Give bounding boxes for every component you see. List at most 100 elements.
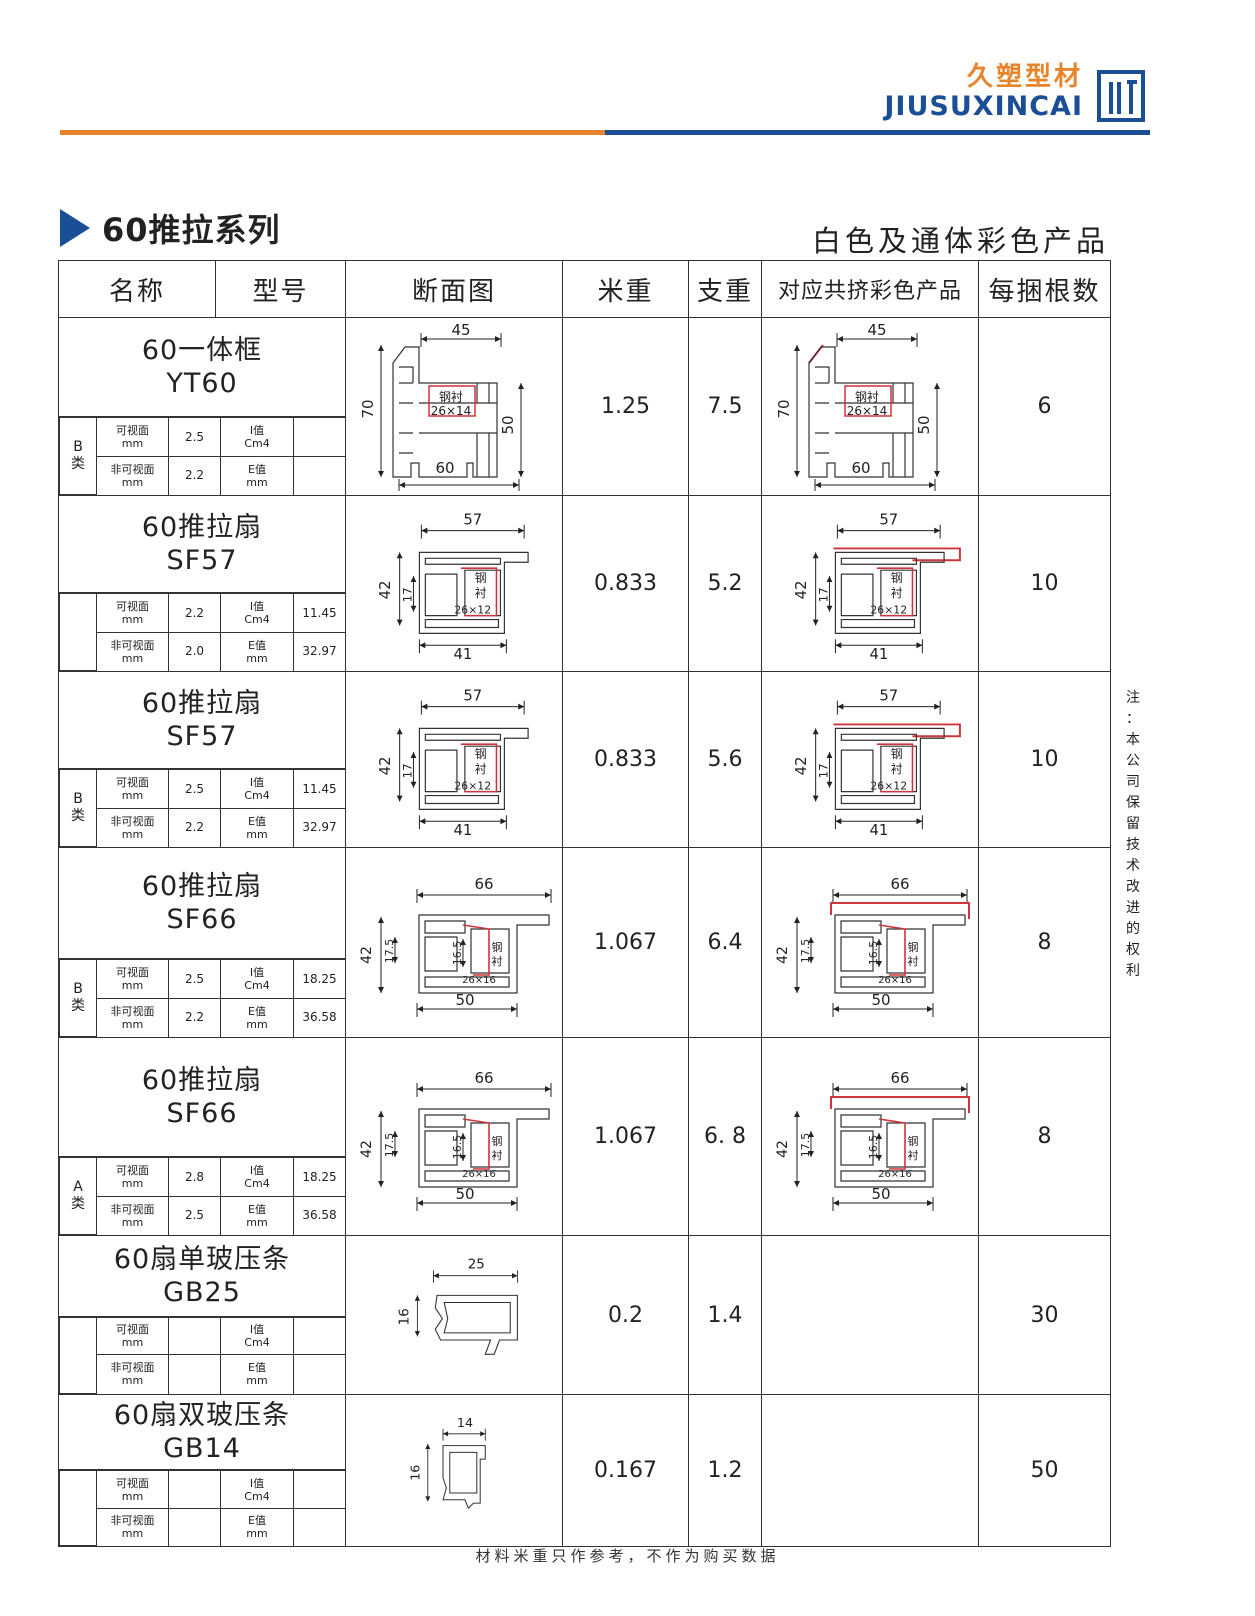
dim-inner-label: 17.5 <box>799 1132 812 1157</box>
i-value-unit: Cm4 <box>244 1489 270 1503</box>
steel-label-b: 衬 <box>492 955 503 968</box>
dim-inner-arrows <box>392 1130 398 1157</box>
header-bar-weight: 支重 <box>688 260 762 318</box>
dim-bottom-label: 41 <box>869 646 888 663</box>
product-model: YT60 <box>166 368 238 399</box>
dim-top-label: 57 <box>879 511 898 528</box>
header-meter-weight: 米重 <box>562 260 689 318</box>
i-value-unit: Cm4 <box>244 437 270 450</box>
invisible-unit: mm <box>121 1527 144 1541</box>
dim-bottom-label: 60 <box>435 459 454 477</box>
steel-size-label: 26×12 <box>454 779 491 792</box>
invisible-unit: mm <box>121 651 144 665</box>
steel-label-a: 钢 <box>908 1135 919 1148</box>
visible-label-text: 可视面 <box>116 1164 149 1177</box>
bundle-count-value: 8 <box>978 1037 1111 1236</box>
brand-name-en: JIUSUXINCAI <box>884 91 1083 122</box>
i-value-label-text: I值 <box>249 1164 265 1177</box>
steel-size-label: 26×12 <box>454 603 491 616</box>
steel-label-a: 钢 <box>475 571 487 585</box>
profile-outline <box>434 1294 518 1355</box>
side-note-char: 利 <box>1126 963 1140 979</box>
class-letter: B <box>73 791 83 807</box>
dim-bottom-label: 41 <box>869 822 888 839</box>
steel-label: 钢衬 <box>439 390 463 404</box>
visible-unit: mm <box>121 979 144 992</box>
color-product-diagram-cell <box>761 1235 979 1395</box>
steel-size-label: 26×16 <box>462 975 496 986</box>
dim-top-label: 45 <box>451 323 470 339</box>
header-name: 名称 <box>58 260 216 318</box>
invisible-label-text: 非可视面 <box>110 1361 155 1375</box>
invisible-unit: mm <box>121 1017 144 1031</box>
product-name: 60扇单玻压条 <box>113 1244 291 1275</box>
dim-right-label: 50 <box>499 415 517 434</box>
dim-inner2-arrows <box>876 1132 882 1161</box>
bar-weight-value: 6.4 <box>688 847 762 1038</box>
visible-unit: mm <box>121 1177 144 1190</box>
table-header-row: 名称 型号 断面图 米重 支重 对应共挤彩色产品 每捆根数 <box>58 260 1111 318</box>
e-value <box>293 456 345 495</box>
dim-left-label: 16 <box>407 1464 422 1480</box>
i-value-unit: Cm4 <box>244 789 270 802</box>
i-value: 11.45 <box>293 593 345 633</box>
dim-left-label: 42 <box>377 756 394 775</box>
invisible-unit: mm <box>121 475 144 489</box>
dim-inner-label: 17 <box>817 587 831 602</box>
header-bundle: 每捆根数 <box>978 260 1111 318</box>
class-letter: B <box>73 439 83 455</box>
visible-value: 2.8 <box>168 1157 221 1197</box>
class-suffix: 类 <box>71 808 85 824</box>
profile-outline <box>418 727 529 810</box>
class-cell <box>59 1317 97 1394</box>
triangle-icon <box>60 209 90 247</box>
e-value-label-text: E值 <box>248 638 266 652</box>
class-suffix: 类 <box>71 998 85 1014</box>
product-model: SF66 <box>166 1098 238 1129</box>
dim-inner-arrows <box>392 936 398 963</box>
side-note-char: 保 <box>1126 795 1140 811</box>
visible-label-text: 可视面 <box>116 600 149 613</box>
series-title-text: 60推拉系列 <box>102 211 281 249</box>
meter-weight-value: 0.833 <box>562 671 689 848</box>
bar-weight-value: 1.2 <box>688 1394 762 1547</box>
i-value: 11.45 <box>293 769 345 809</box>
class-cell <box>59 593 97 671</box>
side-note-char: 技 <box>1126 837 1140 853</box>
dim-left-label: 42 <box>793 756 810 775</box>
dim-left-label: 16 <box>397 1308 412 1325</box>
visible-unit: mm <box>121 1336 144 1349</box>
dim-bottom-label: 41 <box>453 646 472 663</box>
e-value-unit: mm <box>246 475 268 489</box>
meter-weight-value: 0.2 <box>562 1235 689 1395</box>
dim-left-label: 42 <box>775 946 791 964</box>
